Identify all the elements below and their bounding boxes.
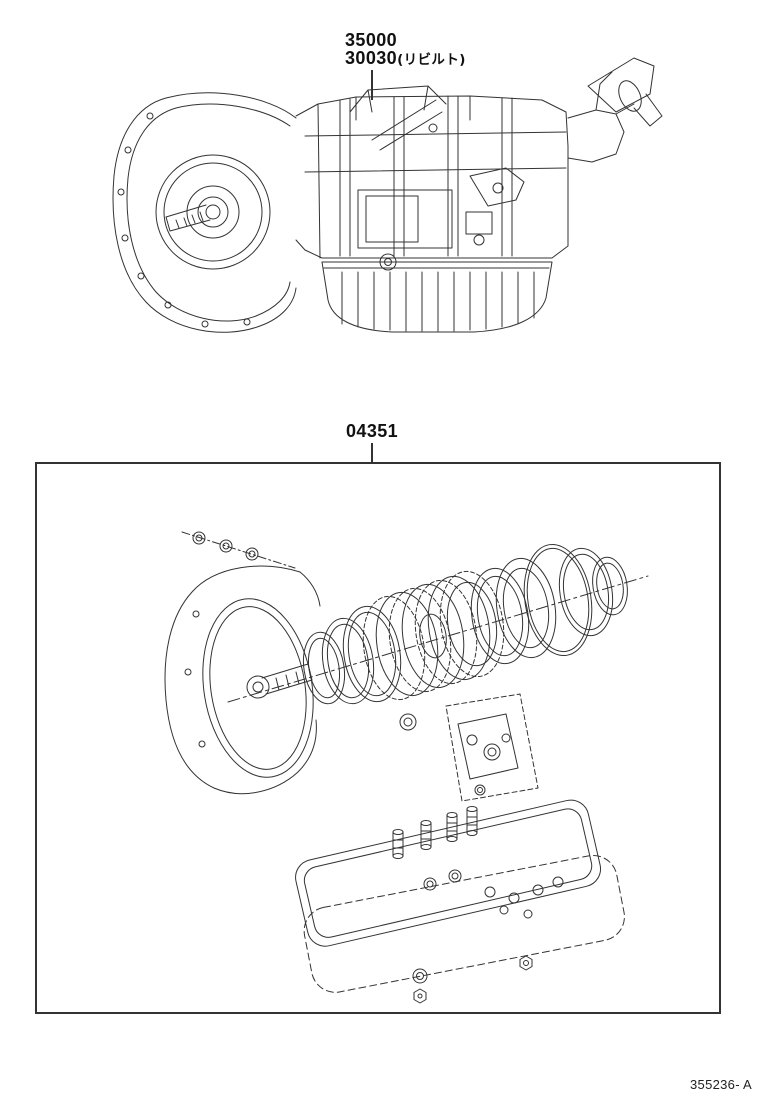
kit-boundary-box (35, 462, 721, 1014)
torque-converter-face (155, 154, 271, 270)
figure-code: 355236- A (690, 1077, 752, 1092)
bell-housing (112, 92, 297, 333)
assembly-part-number: 35000 (345, 30, 398, 50)
transmission-assembly-drawing (112, 57, 663, 333)
leader-line-assembly (371, 70, 373, 100)
reman-part-note: (リビルト) (397, 52, 466, 68)
kit-part-number: 04351 (346, 421, 399, 441)
reman-part-line: 30030(リビルト) (345, 49, 466, 68)
reman-part-number: 30030 (345, 48, 398, 68)
main-case (295, 85, 569, 271)
leader-line-kit (371, 443, 373, 462)
oil-pan (321, 261, 553, 333)
extension-housing-and-yoke (567, 57, 663, 163)
